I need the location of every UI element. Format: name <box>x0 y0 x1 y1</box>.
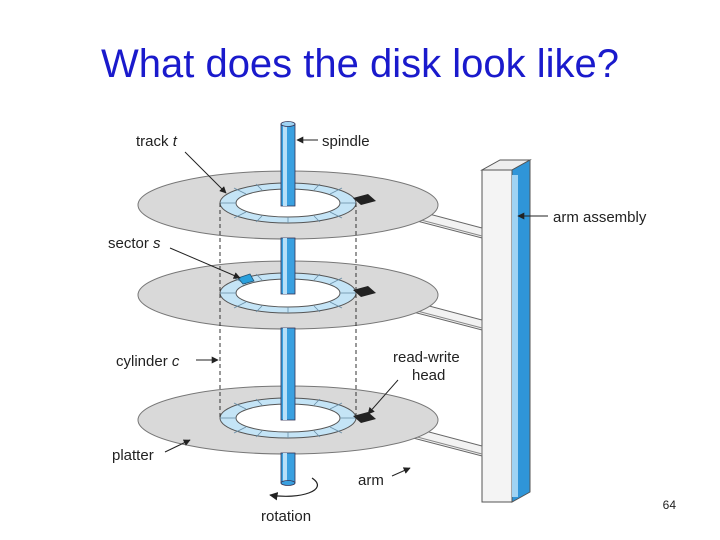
label-platter: platter <box>112 447 154 464</box>
label-spindle: spindle <box>322 133 370 150</box>
slide-title: What does the disk look like? <box>100 42 620 86</box>
page-number: 64 <box>662 498 676 512</box>
rotation-arrow <box>269 477 319 501</box>
read-write-heads <box>353 194 376 423</box>
sector-highlight <box>237 273 255 285</box>
label-arm-assembly: arm assembly <box>553 209 647 226</box>
label-cylinder: cylinder c <box>116 353 180 370</box>
label-track: track t <box>136 133 178 150</box>
label-arm: arm <box>358 472 384 489</box>
label-sector: sector s <box>108 235 161 252</box>
label-rotation: rotation <box>261 508 311 525</box>
cylinder-lines <box>219 203 357 418</box>
label-head: head <box>412 367 445 384</box>
arm-assembly <box>480 159 532 503</box>
pointer-lines <box>164 136 548 477</box>
spindle <box>280 121 296 486</box>
label-read-write: read-write <box>393 349 460 366</box>
